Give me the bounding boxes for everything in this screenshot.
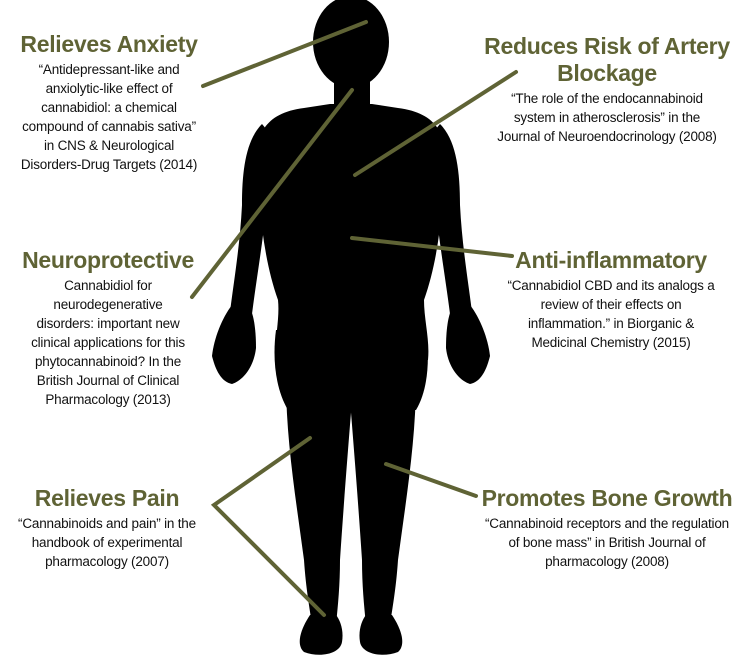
citation-line: “Antidepressant-like and <box>38 62 180 77</box>
callout-neuroprotective: Neuroprotective Cannabidiol for neurodeg… <box>0 247 216 409</box>
citation-relieves-anxiety: “Antidepressant-like and anxiolytic-like… <box>0 60 218 174</box>
connector-neuro <box>190 88 354 299</box>
heading-promotes-bone-growth: Promotes Bone Growth <box>481 485 733 511</box>
silhouette-left-hand <box>212 305 256 384</box>
callout-reduces-artery-blockage: Reduces Risk of Artery Blockage “The rol… <box>470 33 744 146</box>
silhouette-right-hand <box>446 305 490 384</box>
human-silhouette <box>212 0 490 655</box>
citation-line: British Journal of Clinical <box>36 373 180 388</box>
heading-reduces-artery-blockage: Reduces Risk of Artery Blockage <box>470 33 744 87</box>
connector-inflammatory <box>350 236 514 258</box>
connector-anxiety <box>201 20 368 88</box>
citation-relieves-pain: “Cannabinoids and pain” in the handbook … <box>0 514 214 571</box>
callout-relieves-anxiety: Relieves Anxiety “Antidepressant-like an… <box>0 31 218 174</box>
citation-line: “Cannabinoid receptors and the regulatio… <box>485 516 729 531</box>
heading-neuroprotective: Neuroprotective <box>22 247 194 273</box>
citation-line: Cannabidiol for <box>64 278 152 293</box>
citation-line: review of their effects on <box>540 297 682 312</box>
citation-line: “Cannabidiol CBD and its analogs a <box>507 278 715 293</box>
silhouette-left-arm <box>230 124 282 314</box>
citation-line: disorders: important new <box>36 316 180 331</box>
citation-neuroprotective: Cannabidiol for neurodegenerative disord… <box>0 276 216 409</box>
citation-line: inflammation.” in Biorganic & <box>527 316 695 331</box>
silhouette-torso <box>258 104 444 360</box>
citation-reduces-artery-blockage: “The role of the endocannabinoid system … <box>470 89 744 146</box>
heading-relieves-anxiety: Relieves Anxiety <box>20 31 198 57</box>
callout-anti-inflammatory: Anti-inflammatory “Cannabidiol CBD and i… <box>480 247 742 352</box>
silhouette-left-foot <box>299 615 343 655</box>
citation-line: in CNS & Neurological <box>43 138 175 153</box>
citation-line: pharmacology (2007) <box>45 554 169 569</box>
citation-line: neurodegenerative <box>53 297 163 312</box>
citation-line: compound of cannabis sativa” <box>22 119 196 134</box>
citation-line: “Cannabinoids and pain” in the <box>18 516 196 531</box>
citation-line: anxiolytic-like effect of <box>45 81 173 96</box>
citation-line: system in atherosclerosis” in the <box>513 110 701 125</box>
heading-relieves-pain: Relieves Pain <box>34 485 180 511</box>
callout-promotes-bone-growth: Promotes Bone Growth “Cannabinoid recept… <box>466 485 748 571</box>
heading-line: Reduces Risk of Artery <box>484 33 730 59</box>
silhouette-head <box>313 0 389 88</box>
citation-line: clinical applications for this <box>31 335 185 350</box>
citation-promotes-bone-growth: “Cannabinoid receptors and the regulatio… <box>466 514 748 571</box>
citation-line: of bone mass” in British Journal of <box>508 535 706 550</box>
citation-line: cannabidiol: a chemical <box>41 100 177 115</box>
connector-artery <box>353 70 518 177</box>
silhouette-right-arm <box>420 124 472 314</box>
citation-line: “The role of the endocannabinoid <box>511 91 703 106</box>
citation-line: Pharmacology (2013) <box>45 392 171 407</box>
citation-line: Journal of Neuroendocrinology (2008) <box>497 129 717 144</box>
heading-anti-inflammatory: Anti-inflammatory <box>515 247 707 273</box>
citation-anti-inflammatory: “Cannabidiol CBD and its analogs a revie… <box>480 276 742 352</box>
silhouette-right-foot <box>359 615 403 655</box>
citation-line: handbook of experimental <box>31 535 183 550</box>
citation-line: Medicinal Chemistry (2015) <box>531 335 691 350</box>
callout-relieves-pain: Relieves Pain “Cannabinoids and pain” in… <box>0 485 214 571</box>
citation-line: pharmacology (2008) <box>545 554 669 569</box>
connector-pain <box>210 436 326 617</box>
connector-bone <box>384 462 478 498</box>
heading-line: Blockage <box>557 60 657 86</box>
silhouette-right-leg <box>350 380 416 625</box>
citation-line: phytocannabinoid? In the <box>34 354 182 369</box>
citation-line: Disorders-Drug Targets (2014) <box>20 157 198 172</box>
